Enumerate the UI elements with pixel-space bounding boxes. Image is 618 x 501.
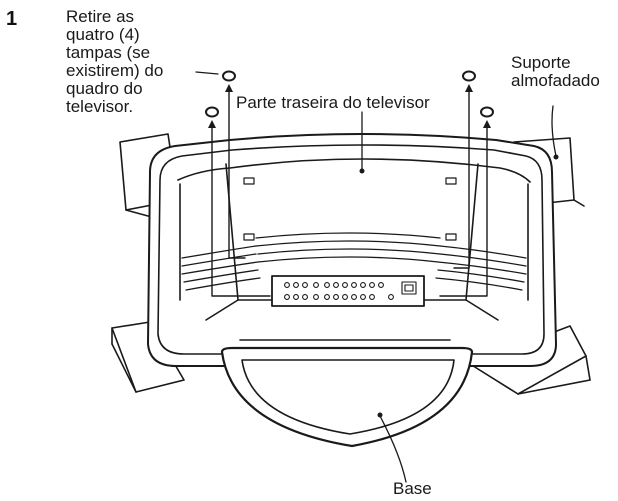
cushion-pad-front-left [111, 321, 185, 393]
tv-base [220, 339, 474, 448]
step-instruction: Retire as quatro (4) tampas (se existire… [66, 7, 164, 116]
vent-slats [181, 232, 527, 291]
label-base: Base [393, 479, 432, 498]
rear-clips [243, 177, 457, 241]
leader-lines [195, 71, 559, 483]
step-number: 1 [6, 8, 18, 30]
tv-body [147, 133, 557, 367]
terminal-panel [271, 275, 425, 307]
cap-arrows [205, 70, 494, 297]
label-tv-back: Parte traseira do televisor [236, 93, 430, 112]
label-cushion-stand: Suporte almofadado [511, 53, 600, 90]
